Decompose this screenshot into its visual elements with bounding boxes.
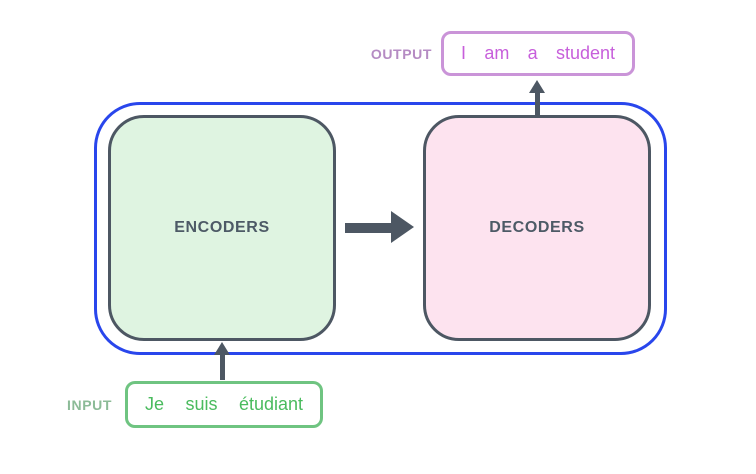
arrow-shaft bbox=[345, 223, 392, 233]
decoders-label: DECODERS bbox=[489, 219, 585, 236]
arrow-shaft bbox=[534, 93, 540, 117]
output-word: I bbox=[461, 43, 467, 63]
input-word: étudiant bbox=[238, 394, 303, 414]
decoders-block: DECODERS bbox=[423, 115, 651, 341]
encoders-label: ENCODERS bbox=[174, 219, 270, 236]
output-word: a bbox=[527, 43, 538, 63]
arrow-up-icon bbox=[214, 342, 230, 355]
encoders-block: ENCODERS bbox=[108, 115, 336, 341]
arrow-up-icon bbox=[529, 80, 545, 93]
input-to-encoder-arrow bbox=[214, 342, 230, 380]
output-sentence-box: I am a student bbox=[441, 31, 635, 76]
output-label: OUTPUT bbox=[370, 46, 432, 62]
arrow-right-icon bbox=[391, 211, 414, 243]
encoder-to-decoder-arrow bbox=[345, 211, 415, 244]
arrow-shaft bbox=[219, 355, 225, 380]
input-word: Je bbox=[145, 394, 165, 414]
input-label: INPUT bbox=[67, 397, 112, 413]
output-word: am bbox=[484, 43, 510, 63]
output-word: student bbox=[555, 43, 615, 63]
input-sentence-box: Je suis étudiant bbox=[125, 381, 323, 428]
decoder-to-output-arrow bbox=[529, 80, 545, 117]
input-word: suis bbox=[185, 394, 218, 414]
